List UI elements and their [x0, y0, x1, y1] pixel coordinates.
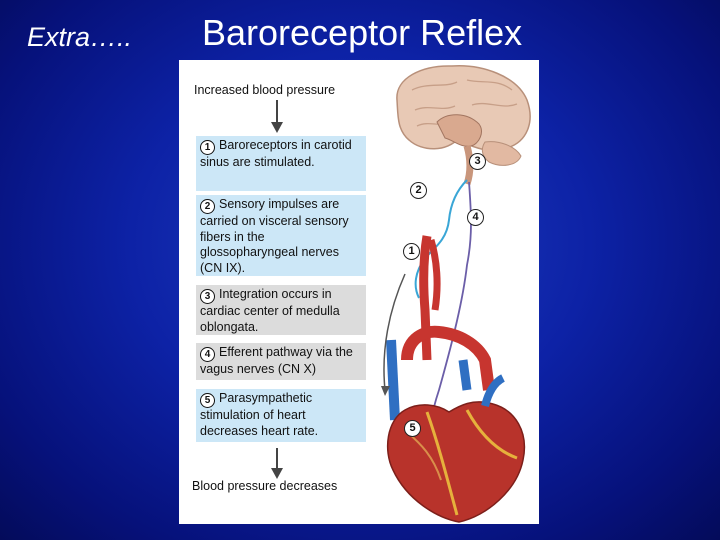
diagram-marker-1: 1: [403, 243, 420, 260]
down-arrow-icon: [271, 448, 283, 479]
step-3-text: Integration occurs in cardiac center of …: [200, 287, 340, 334]
step-1-text: Baroreceptors in carotid sinus are stimu…: [200, 138, 352, 169]
heart-illustration: [386, 374, 526, 523]
step-2-text: Sensory impulses are carried on visceral…: [200, 197, 349, 275]
step-5-text: Parasympathetic stimulation of heart dec…: [200, 391, 319, 438]
slide-title: Baroreceptor Reflex: [202, 12, 523, 53]
brain-illustration: [396, 65, 531, 186]
diagram-marker-3: 3: [469, 153, 486, 170]
diagram-marker-5: 5: [404, 420, 421, 437]
step-number: 5: [200, 393, 215, 408]
side-label: Extra…..: [27, 22, 133, 52]
diagram-marker-4: 4: [467, 209, 484, 226]
bottom-caption: Blood pressure decreases: [192, 479, 338, 493]
reflex-illustration: [381, 65, 531, 523]
step-number: 1: [200, 140, 215, 155]
down-arrow-icon: [271, 100, 283, 133]
diagram-marker-2: 2: [410, 182, 427, 199]
step-number: 2: [200, 199, 215, 214]
step-number: 3: [200, 289, 215, 304]
top-caption: Increased blood pressure: [194, 83, 336, 97]
step-number: 4: [200, 347, 215, 362]
step-4-text: Efferent pathway via the vagus nerves (C…: [200, 345, 353, 376]
